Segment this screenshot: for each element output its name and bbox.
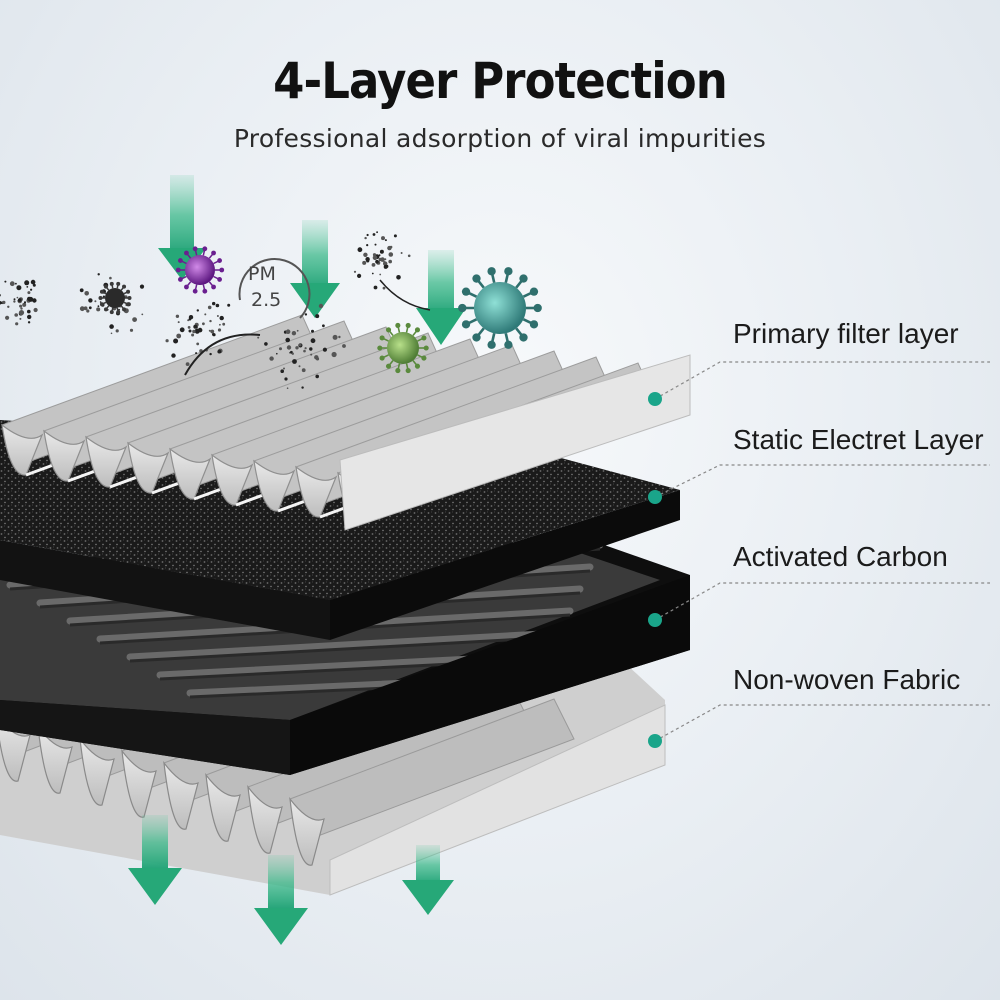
marker-dot: [648, 392, 662, 406]
down-arrow-icon: [128, 815, 182, 905]
marker-dot: [648, 613, 662, 627]
pm25-badge: PM 2.5: [238, 258, 311, 319]
virus-icon: [458, 267, 542, 349]
page-title: 4-Layer Protection: [273, 52, 728, 110]
down-arrow-icon: [416, 250, 466, 345]
virus-icon: [377, 322, 429, 374]
layer-label-non-woven-fabric: Non-woven Fabric: [733, 664, 961, 695]
pm-value: 2.5: [251, 289, 281, 311]
layer-markers: [648, 392, 662, 748]
pm-label: PM: [248, 263, 276, 285]
layer-label-static-electret: Static Electret Layer: [733, 424, 984, 455]
callout-lines: [654, 361, 990, 742]
layer-label-activated-carbon: Activated Carbon: [733, 541, 948, 572]
page-subtitle: Professional adsorption of viral impurit…: [233, 124, 767, 153]
virus-icon: [175, 246, 225, 294]
down-arrow-icon: [158, 175, 206, 280]
marker-dot: [648, 490, 662, 504]
marker-dot: [648, 734, 662, 748]
down-arrow-icon: [402, 845, 454, 915]
primary-filter-layer: [1, 314, 691, 531]
virus-icon: [98, 281, 132, 315]
layer-label-primary-filter: Primary filter layer: [733, 318, 959, 349]
down-arrow-icon: [254, 855, 308, 945]
outgoing-airflow-arrows: [128, 815, 454, 945]
